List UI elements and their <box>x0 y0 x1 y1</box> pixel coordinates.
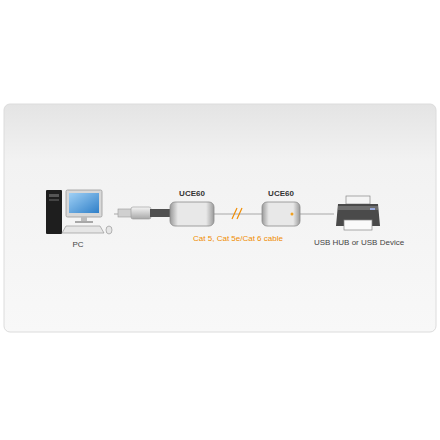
uce60-units <box>170 202 300 226</box>
cable-break-mark <box>232 208 242 219</box>
extender-unit: UCE60 <box>262 202 300 226</box>
usb-plug <box>118 207 170 219</box>
cable-connector <box>214 213 262 214</box>
cable-connector <box>300 213 334 214</box>
node-label: PC <box>72 240 83 250</box>
pc-illustration <box>46 190 112 234</box>
node-label: UCE60 <box>268 189 294 199</box>
printer-illustration <box>336 196 380 230</box>
usb-device: USB HUB or USB Device <box>334 192 384 232</box>
node-label: USB HUB or USB Device <box>314 238 404 248</box>
extender-unit: UCE60 <box>170 202 214 226</box>
panel <box>4 104 436 332</box>
cable-label: Cat 5, Cat 5e/Cat 6 cable <box>193 234 283 244</box>
node-label: UCE60 <box>179 189 205 199</box>
pc-device: PC <box>42 186 114 236</box>
